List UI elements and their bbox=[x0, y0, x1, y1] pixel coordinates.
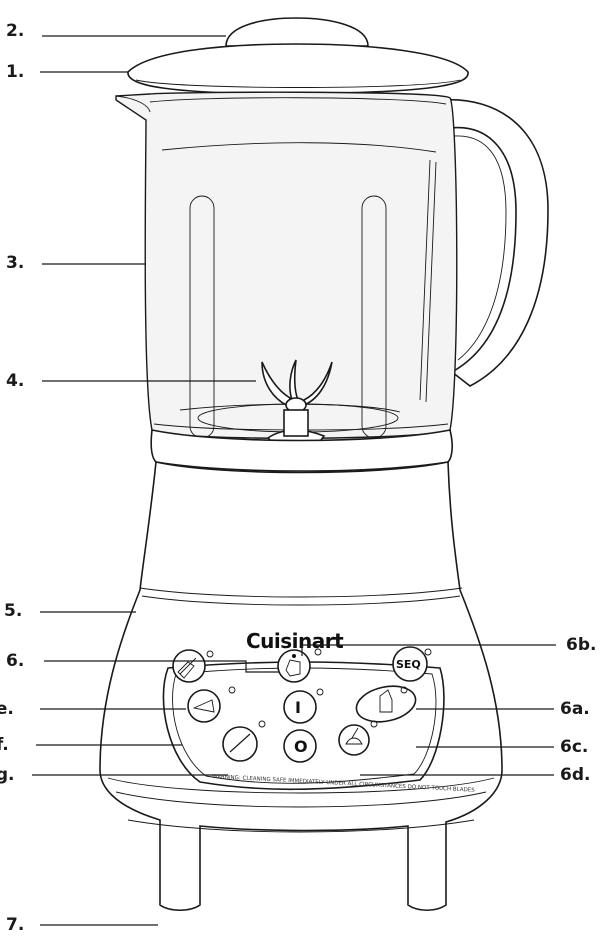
callout-6e: 6e. bbox=[0, 699, 14, 719]
button-ice-crush[interactable] bbox=[277, 648, 322, 683]
lid-cap bbox=[225, 17, 369, 47]
on-label: I bbox=[295, 698, 301, 717]
button-mix[interactable] bbox=[222, 720, 266, 762]
callout-5: 5. bbox=[4, 601, 22, 621]
callout-6: 6. bbox=[6, 651, 24, 671]
callout-4: 4. bbox=[6, 371, 24, 391]
callout-6c: 6c. bbox=[560, 737, 588, 757]
callout-labels: 2. 1. 3. 4. 5. 6. 6e. 6f. 6g. 6b. 6a. 6c… bbox=[0, 21, 596, 935]
button-chop[interactable] bbox=[187, 686, 236, 723]
callout-6b: 6b. bbox=[566, 635, 596, 655]
callout-7: 7. bbox=[6, 915, 24, 935]
callout-3: 3. bbox=[6, 253, 24, 273]
button-off[interactable]: O bbox=[283, 729, 317, 763]
lid bbox=[127, 43, 469, 95]
button-liquefy[interactable] bbox=[338, 720, 378, 756]
callout-1: 1. bbox=[6, 62, 24, 82]
callout-6g: 6g. bbox=[0, 765, 14, 785]
brand-logo: Cuisinart bbox=[246, 629, 344, 653]
button-seq[interactable]: SEQ bbox=[392, 646, 432, 682]
callout-6d: 6d. bbox=[560, 765, 590, 785]
callout-6f: 6f. bbox=[0, 735, 9, 755]
callout-2: 2. bbox=[6, 21, 24, 41]
blender-jar bbox=[115, 91, 458, 439]
button-on[interactable]: I bbox=[283, 688, 324, 724]
callout-6a: 6a. bbox=[560, 699, 590, 719]
off-label: O bbox=[294, 737, 308, 756]
jar-handle bbox=[438, 98, 549, 387]
button-puree[interactable] bbox=[353, 681, 419, 727]
callout-leader-lines bbox=[32, 35, 556, 926]
seq-label: SEQ bbox=[396, 658, 421, 671]
